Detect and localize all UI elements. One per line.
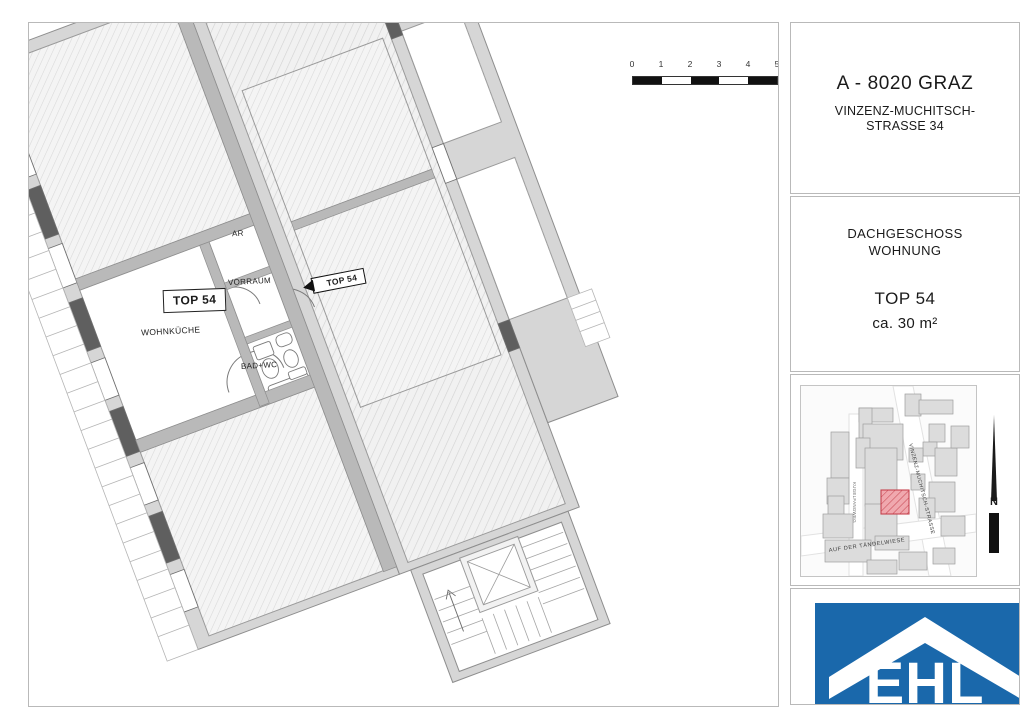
north-label: N [990,496,998,508]
unit-area: ca. 30 m² [872,315,938,332]
roof-chevron-icon [829,617,1019,699]
arrow-left-icon [302,279,316,294]
north-arrow: N [981,413,1007,555]
entry-marker-label: TOP 54 [325,272,358,289]
ehl-logo: EHL [815,603,1019,705]
ehl-wordmark: EHL [866,651,985,705]
unit-label: TOP 54 [874,289,936,308]
north-arrow-icon [989,415,999,553]
scale-segment [690,77,720,84]
floor-plan-drawing [29,23,619,684]
floor-plan-frame: TOP 54 WOHNKÜCHE AR VORRAUM BAD+WC TOP 5… [28,22,779,707]
unit-badge-top54: TOP 54 [162,287,227,314]
site-map: VINZENZ-MUCHITSCH-STRASSE AUF DER TÄNDEL… [800,385,977,577]
unit-info-cell: DACHGESCHOSS WOHNUNG TOP 54 ca. 30 m² [790,196,1020,372]
scale-segment [661,77,691,84]
room-label-bad-wc: BAD+WC [240,360,278,371]
scale-tick-5: 5 [774,59,779,69]
site-map-highlight [880,489,910,515]
site-map-cell: VINZENZ-MUCHITSCH-STRASSE AUF DER TÄNDEL… [790,374,1020,586]
unit-text-group: DACHGESCHOSS WOHNUNG TOP 54 ca. 30 m² [791,225,1019,332]
site-map-drawing: VINZENZ-MUCHITSCH-STRASSE AUF DER TÄNDEL… [801,386,976,576]
title-block-column: A - 8020 GRAZ VINZENZ-MUCHITSCH- STRASSE… [790,22,1022,705]
address-street-line-1: VINZENZ-MUCHITSCH- [834,104,976,118]
address-street-line-2: STRASSE 34 [866,119,944,133]
scale-tick-4: 4 [745,59,751,69]
scale-bar-graphic [632,76,778,85]
ehl-logo-graphic: EHL [829,617,1019,705]
scale-segment [719,77,749,84]
scale-tick-2: 2 [687,59,693,69]
scale-tick-0: 0 [629,59,635,69]
logo-cell: EHL [790,588,1020,705]
scale-bar: 0 1 2 3 4 5 [604,59,778,95]
address-city: A - 8020 GRAZ [836,73,974,94]
scale-bar-ticks: 0 1 2 3 4 5 [604,59,778,73]
scale-tick-3: 3 [716,59,722,69]
unit-floor-line-2: WOHNUNG [868,243,942,258]
address-text-group: A - 8020 GRAZ VINZENZ-MUCHITSCH- STRASSE… [791,73,1019,134]
address-cell: A - 8020 GRAZ VINZENZ-MUCHITSCH- STRASSE… [790,22,1020,194]
unit-floor-line-1: DACHGESCHOSS [847,226,963,241]
scale-tick-1: 1 [658,59,664,69]
room-label-ar: AR [231,228,244,239]
scale-segment [633,77,662,84]
svg-text:KUGELFANGWEG: KUGELFANGWEG [852,482,857,523]
scale-segment [748,77,777,84]
